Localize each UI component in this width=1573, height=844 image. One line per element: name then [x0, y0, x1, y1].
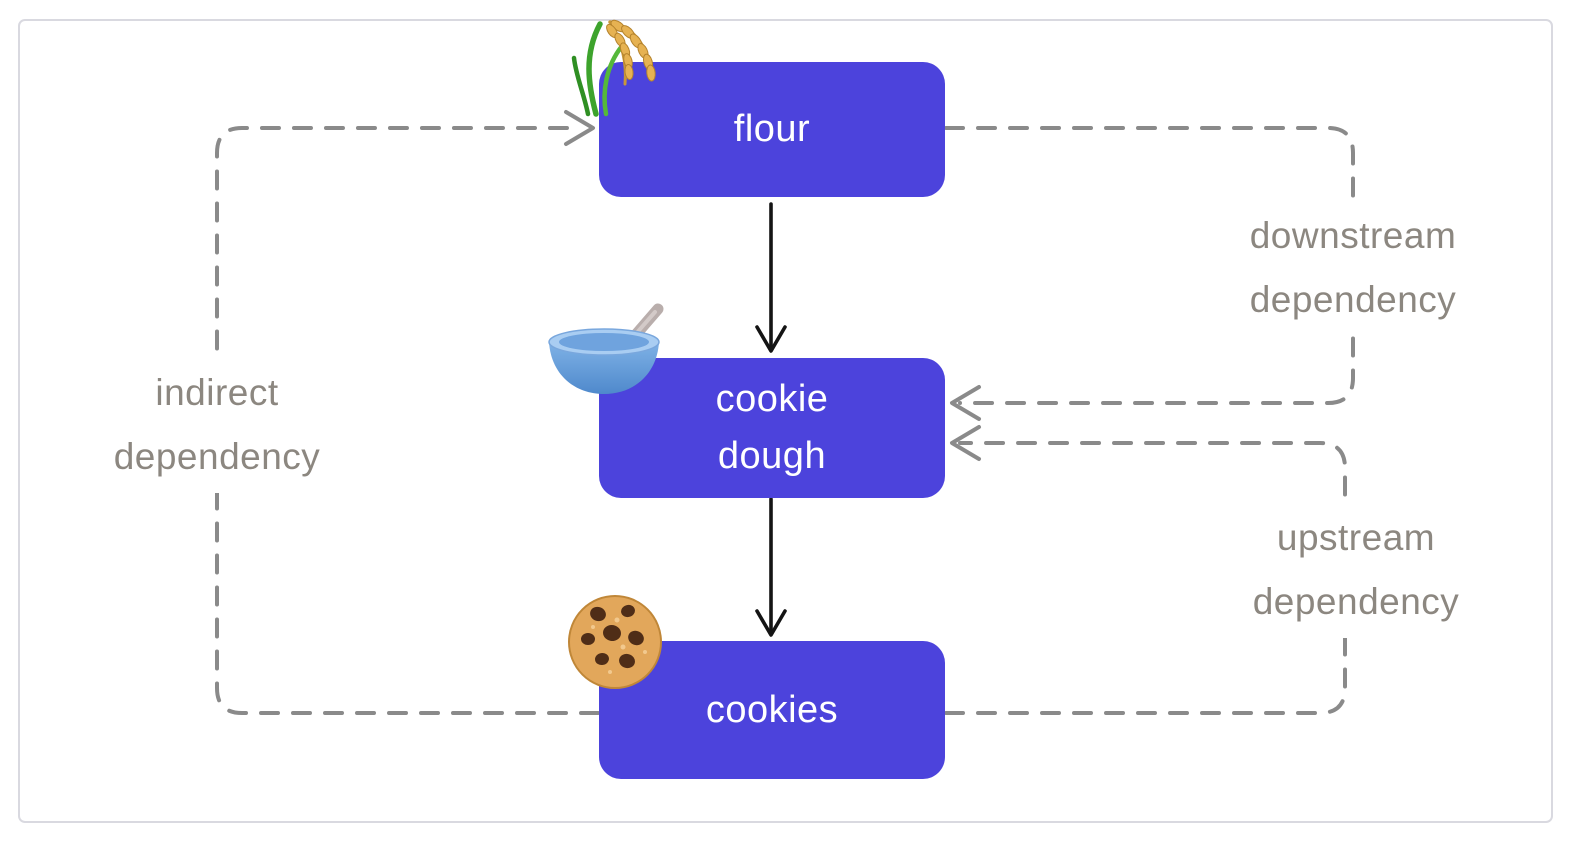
node-flour-label: flour — [733, 108, 811, 150]
node-cookie-dough: cookie dough — [599, 358, 945, 498]
direct-arrow-dough-to-cookies — [755, 497, 787, 637]
direct-arrow-flour-to-dough — [755, 202, 787, 353]
indirect-dependency-label: indirect dependency — [103, 357, 331, 493]
node-flour: flour — [599, 62, 945, 197]
node-cookies: cookies — [599, 641, 945, 779]
node-cookie-dough-label: cookie dough — [715, 378, 829, 477]
cookie-icon — [568, 595, 662, 689]
downstream-dependency-label: downstream dependency — [1239, 200, 1467, 336]
upstream-dependency-label: upstream dependency — [1242, 502, 1470, 638]
downstream-dependency-edge — [944, 126, 1355, 421]
wheat-icon — [571, 19, 656, 117]
indirect-dependency-edge — [215, 110, 600, 715]
node-cookies-label: cookies — [705, 688, 839, 731]
bowl-with-spoon-icon — [548, 303, 664, 394]
